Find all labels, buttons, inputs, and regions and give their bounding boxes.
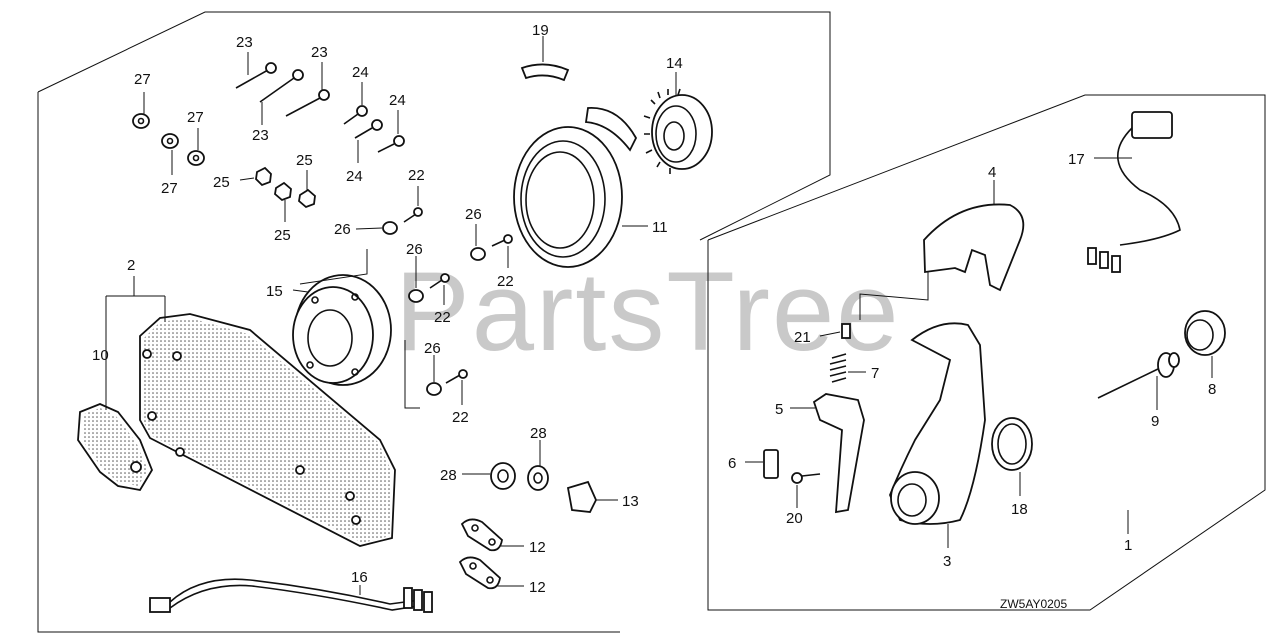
- frame-left-bottom: [37, 92, 620, 633]
- bolt-22-b: [491, 234, 513, 247]
- callout-22: 22: [434, 309, 451, 326]
- callout-15: 15: [266, 283, 283, 300]
- bolt-22-c: [429, 273, 450, 289]
- callout-10: 10: [92, 347, 109, 364]
- callout-22: 22: [497, 273, 514, 290]
- ring-11: [513, 126, 623, 268]
- callout-25: 25: [296, 152, 313, 169]
- nut-25-a: [255, 166, 272, 187]
- housing-2: [139, 313, 396, 547]
- bracket-plate-15: [292, 274, 392, 386]
- clamp-12-a: [460, 518, 503, 552]
- bolt-22-d: [445, 369, 468, 384]
- leader-lines: [105, 36, 1213, 595]
- arc-plate: [584, 107, 638, 152]
- callout-17: 17: [1068, 151, 1085, 168]
- switch-17: [1087, 111, 1181, 273]
- callout-27: 27: [134, 71, 151, 88]
- lock-lever-5: [812, 393, 865, 514]
- cap-6: [763, 449, 779, 479]
- callout-4: 4: [988, 164, 996, 181]
- clip-19: [520, 63, 570, 82]
- ring-18: [991, 417, 1033, 471]
- bolt-23-a: [235, 62, 277, 89]
- frame-left-group: [37, 11, 831, 241]
- callout-23: 23: [252, 127, 269, 144]
- pin-21: [841, 323, 851, 339]
- washer-27-a: [132, 113, 150, 129]
- washer-27-c: [187, 150, 205, 166]
- callout-labels: 23 23 23 27 27 27 24 24 24 25 25 25 26 2…: [92, 22, 1216, 596]
- callout-2: 2: [127, 257, 135, 274]
- callout-22: 22: [408, 167, 425, 184]
- clip-13: [566, 480, 597, 513]
- gasket-10: [77, 403, 154, 491]
- callout-26: 26: [334, 221, 351, 238]
- washer-26-c: [408, 289, 424, 303]
- callout-27: 27: [187, 109, 204, 126]
- screw-24-b: [354, 119, 383, 139]
- nut-25-c: [298, 188, 316, 209]
- callout-9: 9: [1151, 413, 1159, 430]
- screw-24-c: [377, 135, 405, 153]
- callout-24: 24: [352, 64, 369, 81]
- callout-11: 11: [652, 219, 668, 236]
- callout-14: 14: [666, 55, 683, 72]
- callout-13: 13: [622, 493, 639, 510]
- watermark: PartsTree: [395, 249, 901, 374]
- bushing-8: [1184, 310, 1226, 356]
- screw-24-a: [343, 105, 368, 125]
- bolt-22-a: [403, 207, 423, 223]
- callout-26: 26: [465, 206, 482, 223]
- callout-6: 6: [728, 455, 736, 472]
- washer-26-a: [382, 221, 398, 235]
- callout-7: 7: [871, 365, 879, 382]
- callout-27: 27: [161, 180, 178, 197]
- callout-25: 25: [213, 174, 230, 191]
- callout-24: 24: [346, 168, 363, 185]
- washer-26-d: [426, 382, 442, 396]
- harness-16: [149, 578, 433, 613]
- callout-3: 3: [943, 553, 951, 570]
- cover-4: [923, 203, 1025, 292]
- callout-22: 22: [452, 409, 469, 426]
- callout-16: 16: [351, 569, 368, 586]
- callout-28: 28: [530, 425, 547, 442]
- washer-27-b: [161, 133, 179, 149]
- bolt-23-b: [259, 69, 304, 103]
- callout-20: 20: [786, 510, 803, 527]
- callout-18: 18: [1011, 501, 1028, 518]
- callout-5: 5: [775, 401, 783, 418]
- callout-26: 26: [406, 241, 423, 258]
- callout-12: 12: [529, 539, 546, 556]
- frame-right-group: [707, 94, 1266, 611]
- callout-1: 1: [1124, 537, 1132, 554]
- callout-12: 12: [529, 579, 546, 596]
- callout-8: 8: [1208, 381, 1216, 398]
- shaft-9: [1097, 352, 1180, 399]
- callout-19: 19: [532, 22, 549, 39]
- callout-21: 21: [794, 329, 811, 346]
- callout-28: 28: [440, 467, 457, 484]
- callout-26: 26: [424, 340, 441, 357]
- callout-23: 23: [311, 44, 328, 61]
- lever-3: [889, 322, 986, 525]
- grommet-28-b: [527, 465, 549, 491]
- spring-7: [829, 353, 847, 383]
- diagram-code: ZW5AY0205: [1000, 597, 1067, 611]
- callout-24: 24: [389, 92, 406, 109]
- gear-14: [643, 88, 713, 174]
- grommet-28-a: [490, 462, 516, 490]
- clamp-12-b: [458, 556, 501, 590]
- callout-25: 25: [274, 227, 291, 244]
- bolt-23-c: [285, 89, 330, 117]
- nut-25-b: [274, 181, 292, 202]
- bolt-20: [791, 472, 821, 484]
- callout-23: 23: [236, 34, 253, 51]
- washer-26-b: [470, 247, 486, 261]
